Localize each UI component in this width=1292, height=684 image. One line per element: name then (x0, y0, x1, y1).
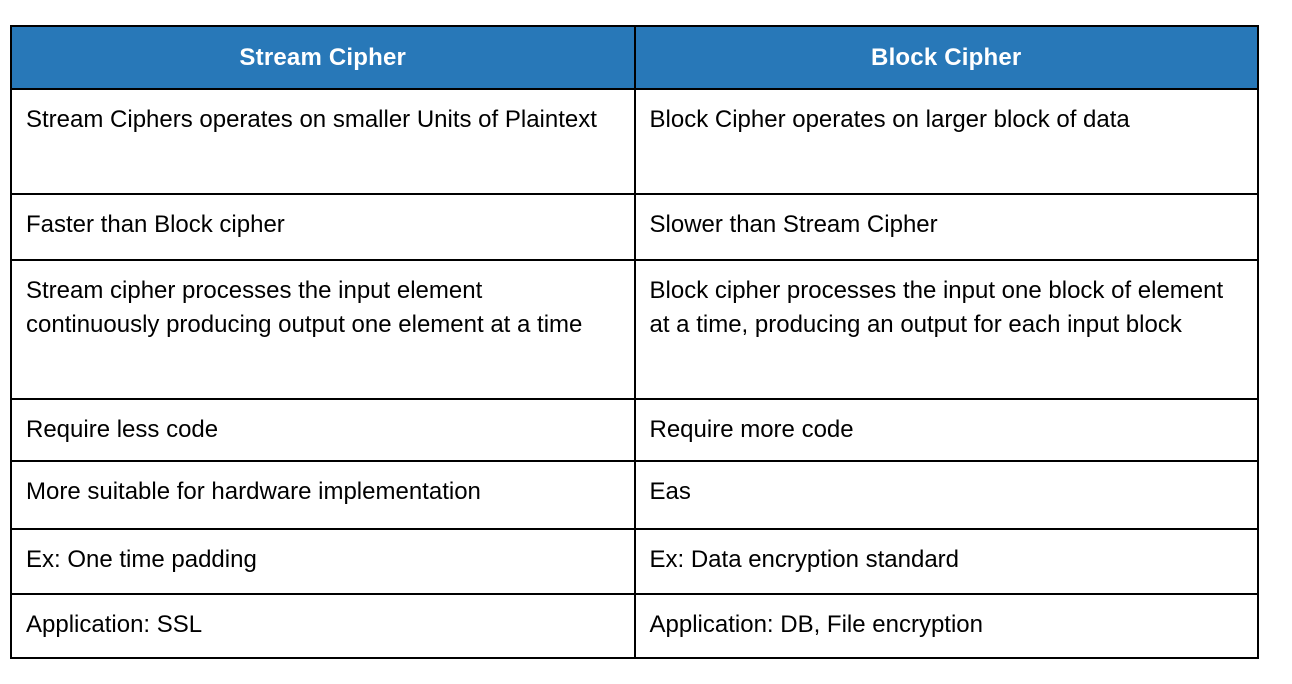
table-row: Stream Ciphers operates on smaller Units… (10, 88, 1259, 195)
column-header-stream-cipher: Stream Cipher (10, 25, 636, 90)
table-row: Application: SSL Application: DB, File e… (10, 593, 1259, 659)
table-cell-block: Application: DB, File encryption (633, 593, 1259, 659)
table-cell-block: Slower than Stream Cipher (633, 193, 1259, 261)
table-cell-stream: More suitable for hardware implementatio… (10, 460, 636, 530)
table-row: Require less code Require more code (10, 398, 1259, 462)
table-cell-stream: Ex: One time padding (10, 528, 636, 595)
column-header-block-cipher: Block Cipher (633, 25, 1259, 90)
table-cell-block: Ex: Data encryption standard (633, 528, 1259, 595)
table-cell-stream: Stream Ciphers operates on smaller Units… (10, 88, 636, 195)
table-cell-block: Block Cipher operates on larger block of… (633, 88, 1259, 195)
table-body: Stream Ciphers operates on smaller Units… (10, 88, 1259, 659)
table-cell-block: Eas (633, 460, 1259, 530)
table-row: More suitable for hardware implementatio… (10, 460, 1259, 530)
cipher-comparison-table: Stream Cipher Block Cipher Stream Cipher… (10, 25, 1259, 659)
table-cell-stream: Stream cipher processes the input elemen… (10, 259, 636, 400)
table-cell-block: Require more code (633, 398, 1259, 462)
table-header: Stream Cipher Block Cipher (10, 25, 1259, 90)
table-cell-stream: Application: SSL (10, 593, 636, 659)
table-cell-stream: Faster than Block cipher (10, 193, 636, 261)
table-row: Ex: One time padding Ex: Data encryption… (10, 528, 1259, 595)
table-cell-block: Block cipher processes the input one blo… (633, 259, 1259, 400)
header-row: Stream Cipher Block Cipher (10, 25, 1259, 90)
table-cell-stream: Require less code (10, 398, 636, 462)
table-row: Faster than Block cipher Slower than Str… (10, 193, 1259, 261)
table-row: Stream cipher processes the input elemen… (10, 259, 1259, 400)
